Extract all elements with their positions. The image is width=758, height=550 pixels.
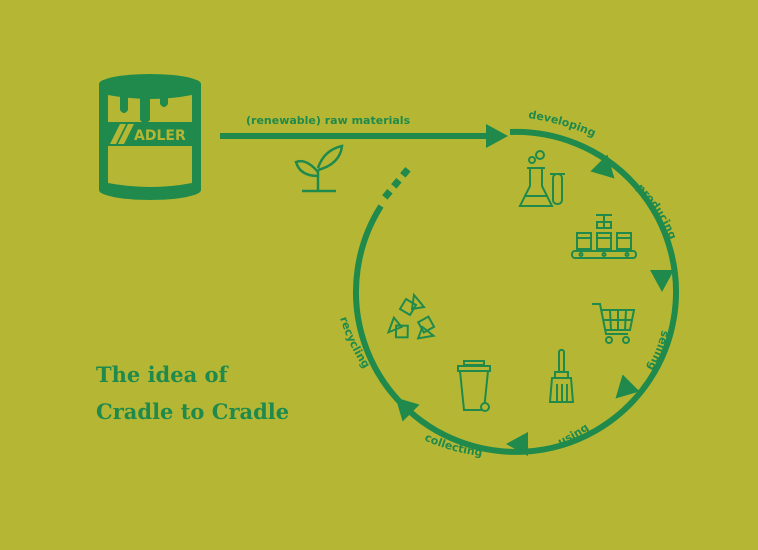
title-line-2: Cradle to Cradle [96, 399, 290, 424]
paint-brush-icon [548, 349, 575, 403]
stage-label-producing: producing [634, 181, 679, 241]
plant-sprout-icon [294, 144, 344, 193]
waste-bin-icon [457, 360, 491, 412]
cycle-arrowheads [395, 154, 674, 456]
recycle-arrows-icon [386, 292, 436, 340]
stage-label-using: using [556, 421, 591, 449]
cycle-arc-dashes [382, 167, 411, 200]
input-arrow [220, 124, 508, 148]
stage-label-collecting: collecting [423, 431, 484, 459]
shopping-cart-icon [592, 303, 636, 344]
title-line-1: The idea of [96, 362, 228, 387]
raw-materials-label: (renewable) raw materials [246, 114, 411, 127]
cycle-arc [353, 128, 679, 455]
conveyor-factory-icon [571, 214, 637, 259]
lab-flask-icon [518, 150, 565, 207]
diagram-title: The idea of Cradle to Cradle [96, 356, 289, 430]
paint-can-icon: ADLER [99, 74, 201, 200]
brand-logo-text: ADLER [134, 128, 186, 144]
